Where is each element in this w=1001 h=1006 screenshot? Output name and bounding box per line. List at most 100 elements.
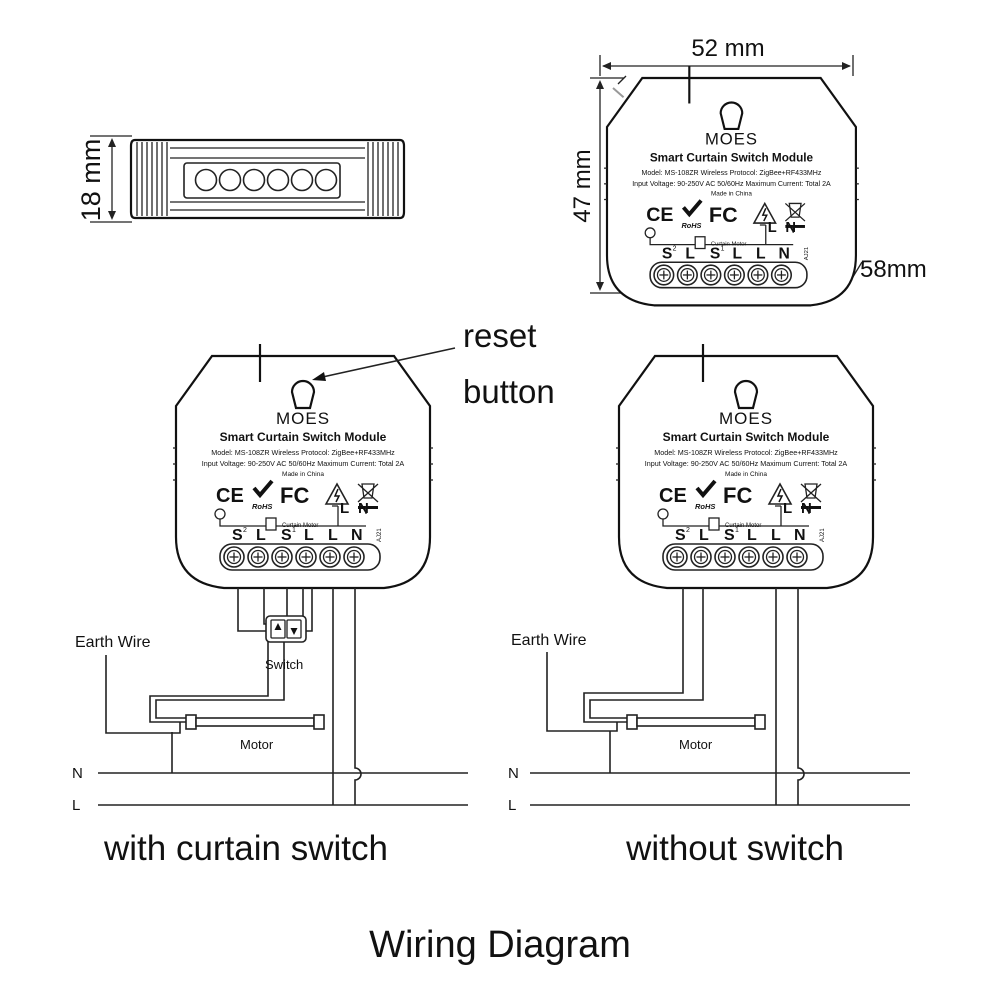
terminal-screw [738,546,760,568]
terminal-l2-label: L [699,527,709,544]
fc-mark: FC [280,483,309,508]
terminal-l2-label: L [256,527,266,544]
curtain-motor-label: Curtain Motor [282,523,318,529]
rohs-mark: RoHS [681,221,701,230]
module-body [174,354,432,590]
made-in-label: Made in China [711,191,752,198]
terminal-l-label: L [328,527,338,544]
terminal-screw [770,264,793,286]
terminal-s1-label: S [281,527,292,544]
side-height-label: 18 mm [76,139,106,222]
terminal-screw [343,546,365,568]
reset-callout: reset button [312,317,555,410]
height-label: 47 mm [569,149,596,222]
terminal-screw [676,264,698,286]
module-title: Smart Curtain Switch Module [663,430,830,444]
made-in-label: Made in China [725,471,767,478]
ce-mark: CE [646,204,673,226]
made-in-label: Made in China [282,471,324,478]
left-caption: with curtain switch [103,829,388,868]
right-motor-label: Motor [679,737,713,752]
top-l-label: L [768,220,777,236]
footer-title: Wiring Diagram [369,924,631,966]
terminal-l-label: L [756,245,766,262]
side-view: 18 mm [76,135,406,223]
rohs-mark: RoHS [252,502,272,511]
reset-button[interactable] [733,379,759,410]
warning-icon [324,482,350,505]
terminal-n-label: N [351,527,363,544]
terminal-l-label: L [771,527,781,544]
terminal-l1-label: L [747,527,757,544]
terminal-screw [295,546,317,568]
curtain-motor-label: Curtain Motor [725,523,761,529]
voltage-line: Input Voltage: 90-250V AC 50/60Hz Maximu… [202,459,405,468]
terminal-l1-label: L [732,245,742,262]
terminal-s1-sup: 1 [735,527,739,534]
fc-mark: FC [709,202,738,227]
check-icon [695,479,717,499]
left-l-label: L [72,797,80,814]
check-icon [681,199,703,218]
ce-mark: CE [659,485,687,507]
right-wiring: Earth Wire Motor N L without switch [508,588,910,868]
left-motor-label: Motor [240,737,274,752]
rohs-mark: RoHS [695,502,715,511]
brand-logo: MOES [719,409,773,428]
voltage-line: Input Voltage: 90-250V AC 50/60Hz Maximu… [632,181,831,188]
terminal-n-label: N [794,527,806,544]
terminal-screw [271,546,293,568]
terminal-s2-label: S [662,245,672,262]
weee-bin-icon [357,483,379,503]
terminal-screw [700,264,722,286]
terminal-s2-label: S [675,527,686,544]
top-n-label: N [358,500,369,517]
weee-bin-icon [784,202,806,222]
reset-button[interactable] [719,101,744,131]
model-line: Model: MS-108ZR Wireless Protocol: ZigBe… [641,170,821,177]
side-code: AJ21 [377,528,383,542]
ce-mark: CE [216,485,244,507]
check-icon [252,479,274,499]
curtain-motor-label: Curtain Motor [711,242,747,248]
top-l-label: L [783,500,792,517]
terminal-s1-sup: 1 [721,245,725,252]
terminal-screw [247,546,269,568]
warning-icon [767,482,793,505]
reset-label-line2: button [463,373,555,410]
terminal-screw [723,264,745,286]
terminal-s1-sup: 1 [292,527,296,534]
weee-bin-icon [800,483,822,503]
terminal-s2-sup: 2 [686,527,690,534]
top-n-label: N [785,220,796,236]
terminal-screw [747,264,769,286]
left-motor-icon [185,714,325,730]
reset-button[interactable] [290,379,316,410]
terminal-l2-label: L [685,245,695,262]
terminal-s2-label: S [232,527,243,544]
module-title: Smart Curtain Switch Module [650,151,814,164]
voltage-line: Input Voltage: 90-250V AC 50/60Hz Maximu… [645,459,848,468]
left-n-label: N [72,765,83,782]
model-line: Model: MS-108ZR Wireless Protocol: ZigBe… [211,448,395,457]
top-l-label: L [340,500,349,517]
fc-mark: FC [723,483,752,508]
terminal-s2-sup: 2 [243,527,247,534]
warning-icon [752,201,777,224]
terminal-s1-label: S [710,245,720,262]
left-wiring: Switch Earth Wire Motor N L with curtain… [72,588,468,868]
left-earth-wire-label: Earth Wire [75,634,151,651]
terminal-screw [786,546,808,568]
terminal-screw [714,546,736,568]
side-code: AJ21 [804,247,810,260]
right-caption: without switch [625,829,844,868]
switch-label: Switch [265,657,303,672]
terminal-screw [762,546,784,568]
module-body [605,76,857,307]
terminal-screw [653,264,675,286]
diagonal-label: 58mm [860,256,927,283]
